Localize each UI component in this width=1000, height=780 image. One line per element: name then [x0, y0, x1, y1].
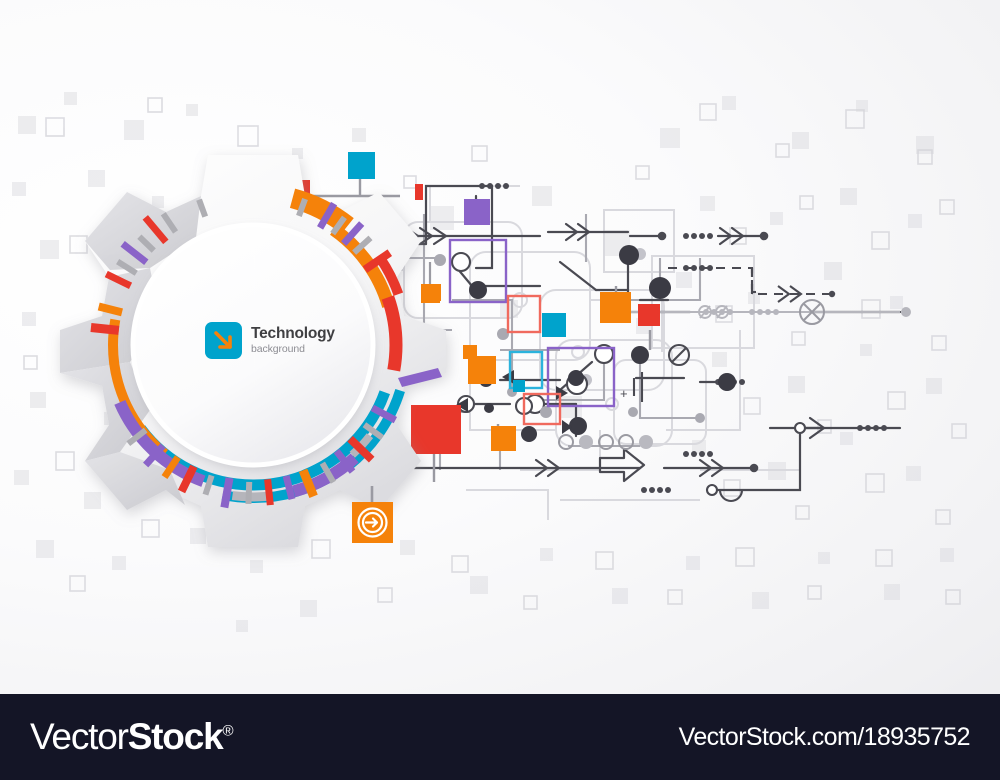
circuit-outline-boxes [448, 238, 616, 426]
dashed-arrow-head [777, 285, 803, 303]
orange-hanging-tag [421, 262, 440, 303]
orange-chip-mid [468, 356, 496, 384]
logo-title: Technology [251, 325, 335, 343]
battery-cell-icon: + [620, 372, 644, 402]
slashed-circle-pair-icon [698, 305, 729, 319]
terminal-node [793, 421, 807, 435]
red-tick-upper [415, 184, 423, 200]
cyan-square-top [348, 152, 375, 179]
watermark-bar: VectorStock® VectorStock.com/18935752 [0, 694, 1000, 780]
gear-ring-arcs [91, 183, 415, 507]
dashed-trace-lower [750, 268, 830, 296]
red-square-small [638, 304, 660, 326]
gear-inner-rim [130, 222, 376, 468]
large-outline-arrow-icon [598, 447, 646, 483]
svg-text:+: + [620, 386, 628, 401]
purple-slash-accent [398, 368, 442, 387]
vectorstock-url: VectorStock.com/18935752 [678, 722, 971, 751]
orange-chip [463, 345, 477, 359]
indicator-dot-row [558, 434, 653, 450]
no-entry-circle-icon [667, 343, 691, 367]
vectorstock-wordmark: VectorStock® [30, 716, 234, 758]
cyan-chip [513, 380, 525, 392]
red-square-large [411, 405, 461, 454]
trace-endpoint [828, 290, 836, 298]
cyan-square-mid [542, 313, 566, 337]
registered-mark: ® [222, 722, 233, 740]
wire-jumper-arc-icon [718, 489, 744, 502]
terminal-node [705, 483, 719, 497]
brand-logo: Technology background [205, 322, 335, 359]
gear-radial-ticks [90, 197, 398, 509]
logo-text: Technology background [251, 326, 335, 355]
solid-nodes [469, 245, 736, 442]
logo-mark [205, 322, 242, 359]
wordmark-prefix: Vector [30, 716, 129, 757]
gear-wheel [60, 155, 446, 547]
lamp-cross-circle-icon [799, 299, 825, 325]
arrow-badge[interactable] [352, 486, 393, 543]
gear-inner-disc [133, 225, 373, 465]
red-tick-top [300, 180, 310, 202]
orange-square-small [491, 426, 516, 451]
wordmark-suffix: Stock [127, 716, 224, 757]
vector-artwork: + [12, 92, 967, 632]
orange-square-large [600, 292, 631, 323]
logo-subtitle: background [251, 343, 305, 356]
artwork-area: + [0, 0, 1000, 694]
diagonal-arrow-down-right-icon [214, 331, 232, 349]
purple-square [464, 199, 490, 225]
